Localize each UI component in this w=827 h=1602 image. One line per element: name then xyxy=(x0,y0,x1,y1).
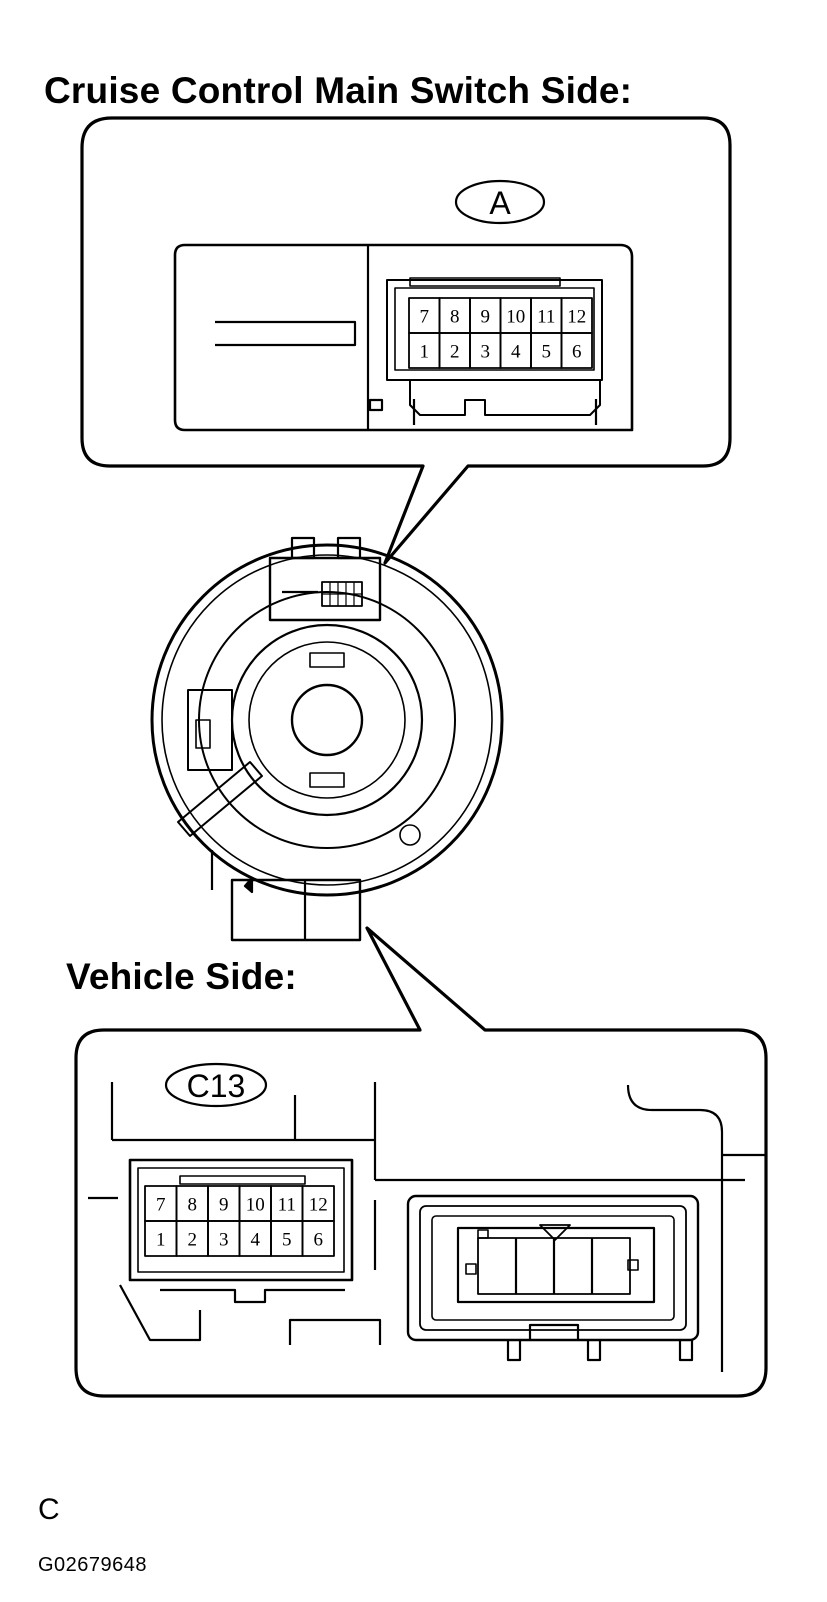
connector-a-pin-2: 2 xyxy=(450,342,460,363)
connector-c13-label: C13 xyxy=(187,1068,246,1104)
connector-c13-pin-cell xyxy=(301,1220,335,1257)
connector-a-pin-8: 8 xyxy=(450,307,460,328)
connector-c13-pin-8: 8 xyxy=(188,1195,198,1216)
connector-a-pin-3: 3 xyxy=(481,342,491,363)
connector-c13-pin-1: 1 xyxy=(156,1230,166,1251)
connector-c13-pin-12: 12 xyxy=(309,1195,328,1216)
connector-a-pin-11: 11 xyxy=(537,307,555,328)
bottom-callout: C13 xyxy=(74,926,768,1398)
connector-c13-pin-5: 5 xyxy=(282,1230,292,1251)
footer-letter: C xyxy=(38,1493,60,1526)
figure-code: G02679648 xyxy=(38,1554,148,1576)
top-callout: A xyxy=(80,116,732,565)
connector-a-pin-9: 9 xyxy=(481,307,491,328)
connector-c13-pin-9: 9 xyxy=(219,1195,229,1216)
connector-c13-pin-2: 2 xyxy=(188,1230,198,1251)
connector-a-pin-10: 10 xyxy=(506,307,525,328)
connector-a-pin-5: 5 xyxy=(542,342,552,363)
spiral-cable-unit xyxy=(150,536,504,942)
connector-a-pin-1: 1 xyxy=(420,342,430,363)
connector-c13-pin-11: 11 xyxy=(278,1195,296,1216)
connector-a-label-badge xyxy=(454,179,546,225)
connector-a-pin-cell xyxy=(560,332,593,369)
connector-c13-pin-3: 3 xyxy=(219,1230,229,1251)
connector-a-pin-6: 6 xyxy=(572,342,582,363)
connector-c13-pin-4: 4 xyxy=(251,1230,261,1251)
heading-main-switch-side: Cruise Control Main Switch Side: xyxy=(44,70,633,111)
connector-c13-label-badge xyxy=(164,1062,268,1108)
connector-a-pin-7: 7 xyxy=(420,307,430,328)
connector-a-pin-4: 4 xyxy=(511,342,521,363)
connector-a-pin-12: 12 xyxy=(567,307,586,328)
connector-c13-pin-10: 10 xyxy=(246,1195,265,1216)
connector-a-label: A xyxy=(489,185,511,221)
connector-c13-pin-7: 7 xyxy=(156,1195,166,1216)
connector-c13-pin-6: 6 xyxy=(314,1230,324,1251)
heading-vehicle-side: Vehicle Side: xyxy=(66,956,297,997)
